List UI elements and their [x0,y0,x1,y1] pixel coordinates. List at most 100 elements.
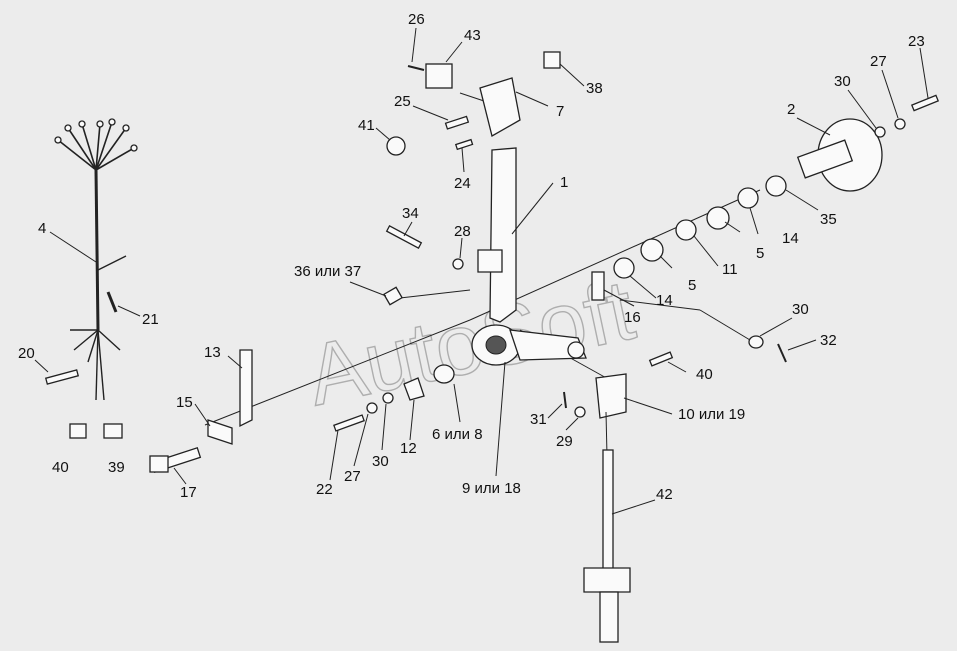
washer-part-14-top [737,187,759,209]
arm-part-9 [509,329,587,361]
leader-31 [547,403,563,419]
part-label-40: 40 [696,366,713,383]
part-label-6: 6 или 8 [432,426,483,443]
leader-10 [623,397,673,415]
leader-14a [749,207,759,235]
leader-41 [375,127,391,141]
part-label-28: 28 [454,223,471,240]
seal-part-35 [765,175,787,197]
part-label-20: 20 [18,345,35,362]
leader-34 [403,221,413,237]
part-label-5: 5 [688,277,696,294]
part-label-42: 42 [656,486,673,503]
leader-29 [565,417,579,431]
switch-part-36 [383,286,403,306]
wiring-harness-part-4 [54,118,138,401]
screw-part-26 [407,65,425,71]
part-label-36: 36 или 37 [294,263,361,280]
leader-23 [919,47,929,99]
leader-30c [759,317,793,337]
ring-part-30-middle [748,335,764,349]
leader-20 [34,359,49,373]
leader-5a [724,221,741,233]
assembly-axis-ring [699,309,751,341]
leader-6 [453,383,461,423]
lever-part-1 [489,147,517,323]
leader-15 [194,403,211,427]
ring-part-27-left [366,402,378,414]
part-label-14: 14 [656,292,673,309]
leader-28 [459,237,463,259]
part-label-22: 22 [316,481,333,498]
leader-4 [49,231,97,263]
washer-part-28 [452,258,464,270]
pin-part-20 [44,369,80,385]
leader-38 [559,63,585,87]
leader-36 [349,281,387,297]
assembly-axis-switch [399,289,471,299]
leader-22 [329,429,339,481]
part-label-39: 39 [108,459,125,476]
leader-30b [847,89,877,129]
leader-14b [629,275,657,299]
part-label-21: 21 [142,311,159,328]
part-label-1: 1 [560,174,568,191]
nut-part-41 [386,136,406,156]
connector-part-39 [103,423,123,439]
part-label-43: 43 [464,27,481,44]
bolt-part-40 [648,351,674,367]
switch-part-43 [425,63,453,89]
part-label-25: 25 [394,93,411,110]
bushing-part-5-top [706,206,730,230]
part-label-16: 16 [624,309,641,326]
bolt-part-23 [910,94,940,112]
ring-part-27-right [894,118,906,130]
leader-40b [667,361,687,373]
shaft-part-2 [796,139,854,179]
part-label-11: 11 [722,261,738,278]
leader-1 [511,182,554,235]
part-label-38: 38 [586,80,603,97]
leader-24 [461,147,465,173]
cam-part-12 [403,377,425,401]
part-label-32: 32 [820,332,837,349]
part-label-24: 24 [454,175,471,192]
part-label-35: 35 [820,211,837,228]
leader-5b [659,255,673,269]
pin-part-16 [591,271,605,301]
leader-13 [227,355,243,369]
part-label-41: 41 [358,117,375,134]
terminal-part-21 [106,291,118,313]
cotter-pin-part-32 [777,343,787,363]
washer-part-14-bottom [613,257,635,279]
part-label-2: 2 [787,101,795,118]
leader-11 [693,235,719,267]
cam-part-11 [675,219,697,241]
bolt-head-part-17 [149,455,169,473]
washer-part-29 [574,406,586,418]
screw-part-25 [444,115,470,130]
assembly-axis-pin [619,299,701,311]
part-label-14: 14 [782,230,799,247]
bolt-part-22 [333,414,365,432]
part-label-15: 15 [176,394,193,411]
part-label-26: 26 [408,11,425,28]
bracket-part-13 [239,349,253,428]
part-label-29: 29 [556,433,573,450]
leader-17 [173,467,187,485]
leader-35 [785,189,819,211]
leader-16 [603,289,635,307]
part-label-17: 17 [180,484,197,501]
part-label-31: 31 [530,411,547,428]
bushing-part-5-bottom [640,238,664,262]
leader-26 [411,27,417,63]
leader-32 [787,339,817,351]
part-label-12: 12 [400,440,417,457]
bushing-part-6 [433,364,455,384]
watermark: AutoSoft [299,262,642,425]
nut-part-42 [583,567,631,593]
leader-30a [381,403,387,451]
part-label-13: 13 [204,344,221,361]
leader-21 [117,305,141,317]
